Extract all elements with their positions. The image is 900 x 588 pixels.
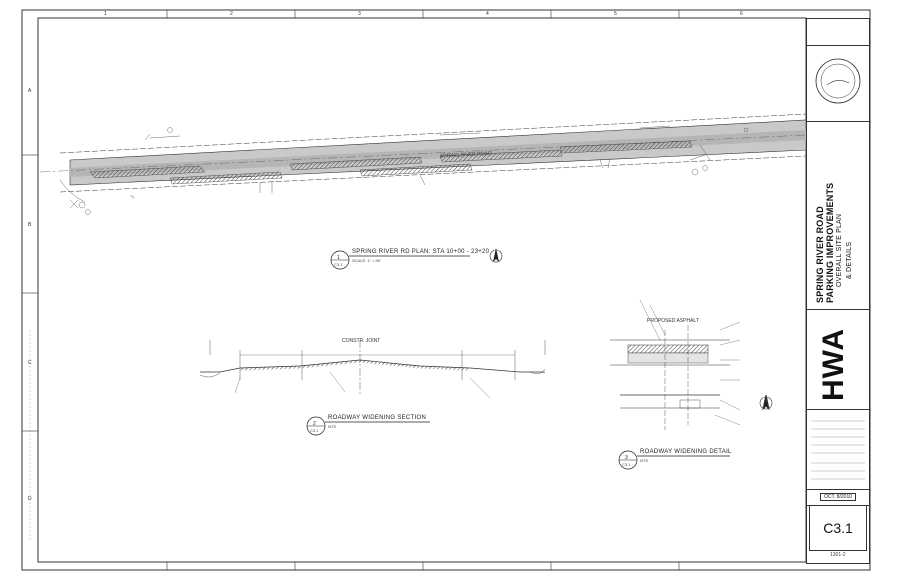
plan-view — [39, 113, 807, 215]
grid-row-a: A — [28, 88, 32, 94]
revisions-cell — [807, 409, 869, 490]
sheet-number: C3.1 — [809, 505, 867, 551]
project-title: SPRING RIVER ROAD PARKING IMPROVEMENTS O… — [815, 125, 855, 303]
roadway-detail — [610, 299, 773, 430]
project-line-2: PARKING IMPROVEMENTS — [825, 182, 835, 303]
grid-row-b: B — [28, 222, 32, 228]
drawing-2-title-text: ROADWAY WIDENING SECTION — [328, 415, 427, 421]
grid-col-1: 1 — [104, 11, 107, 17]
drawing-1-sheet: C3.1 — [334, 262, 343, 267]
drawing-3-scale: NTS — [640, 458, 648, 463]
firm-logo-cell: HWA — [807, 309, 869, 410]
revision-table-lines — [811, 420, 865, 480]
drawing-1-number: 1 — [337, 255, 341, 261]
tb-header-cell — [807, 19, 869, 46]
proposed-asphalt-label: PROPOSED ASPHALT — [647, 318, 699, 324]
project-title-cell: SPRING RIVER ROAD PARKING IMPROVEMENTS O… — [807, 121, 869, 310]
drawing-2-scale: NTS — [328, 424, 336, 429]
project-line-3: OVERALL SITE PLAN — [836, 213, 843, 287]
project-line-4: & DETAILS — [846, 241, 853, 279]
project-line-1: SPRING RIVER ROAD — [815, 206, 825, 303]
drawing-2-title — [306, 416, 430, 436]
bottom-code: 1301-2 — [830, 552, 846, 558]
engineer-seal-cell — [807, 45, 869, 122]
drawing-3-title-text: ROADWAY WIDENING DETAIL — [640, 449, 732, 455]
grid-col-6: 6 — [740, 11, 743, 17]
constr-joint-label: CONSTR. JOINT — [342, 338, 381, 344]
drawing-2-number: 2 — [313, 421, 317, 427]
grid-col-3: 3 — [358, 11, 361, 17]
drawing-3-title — [618, 450, 730, 470]
drawing-3-number: 3 — [625, 455, 629, 461]
grid-col-4: 4 — [486, 11, 489, 17]
drawing-1-title — [330, 248, 503, 270]
roadway-section — [199, 340, 546, 399]
grid-col-2: 2 — [230, 11, 233, 17]
title-block: SPRING RIVER ROAD PARKING IMPROVEMENTS O… — [806, 18, 870, 564]
drawing-2-sheet: C3.1 — [310, 428, 319, 433]
grid-row-d: D — [28, 496, 32, 502]
date-cell: OCT. 8/2010 — [807, 489, 869, 506]
drawing-1-title-text: SPRING RIVER RD PLAN: STA 10+00 - 23+20 — [352, 249, 490, 255]
date-value: OCT. 8/2010 — [819, 493, 857, 501]
firm-logo: HWA — [817, 328, 850, 401]
engineer-seal-icon — [815, 58, 861, 104]
drawing-3-sheet: C3.1 — [622, 462, 631, 467]
drawing-1-scale: SCALE: 1" = 50' — [352, 258, 381, 263]
grid-row-c: C — [28, 360, 32, 366]
grid-col-5: 5 — [614, 11, 617, 17]
